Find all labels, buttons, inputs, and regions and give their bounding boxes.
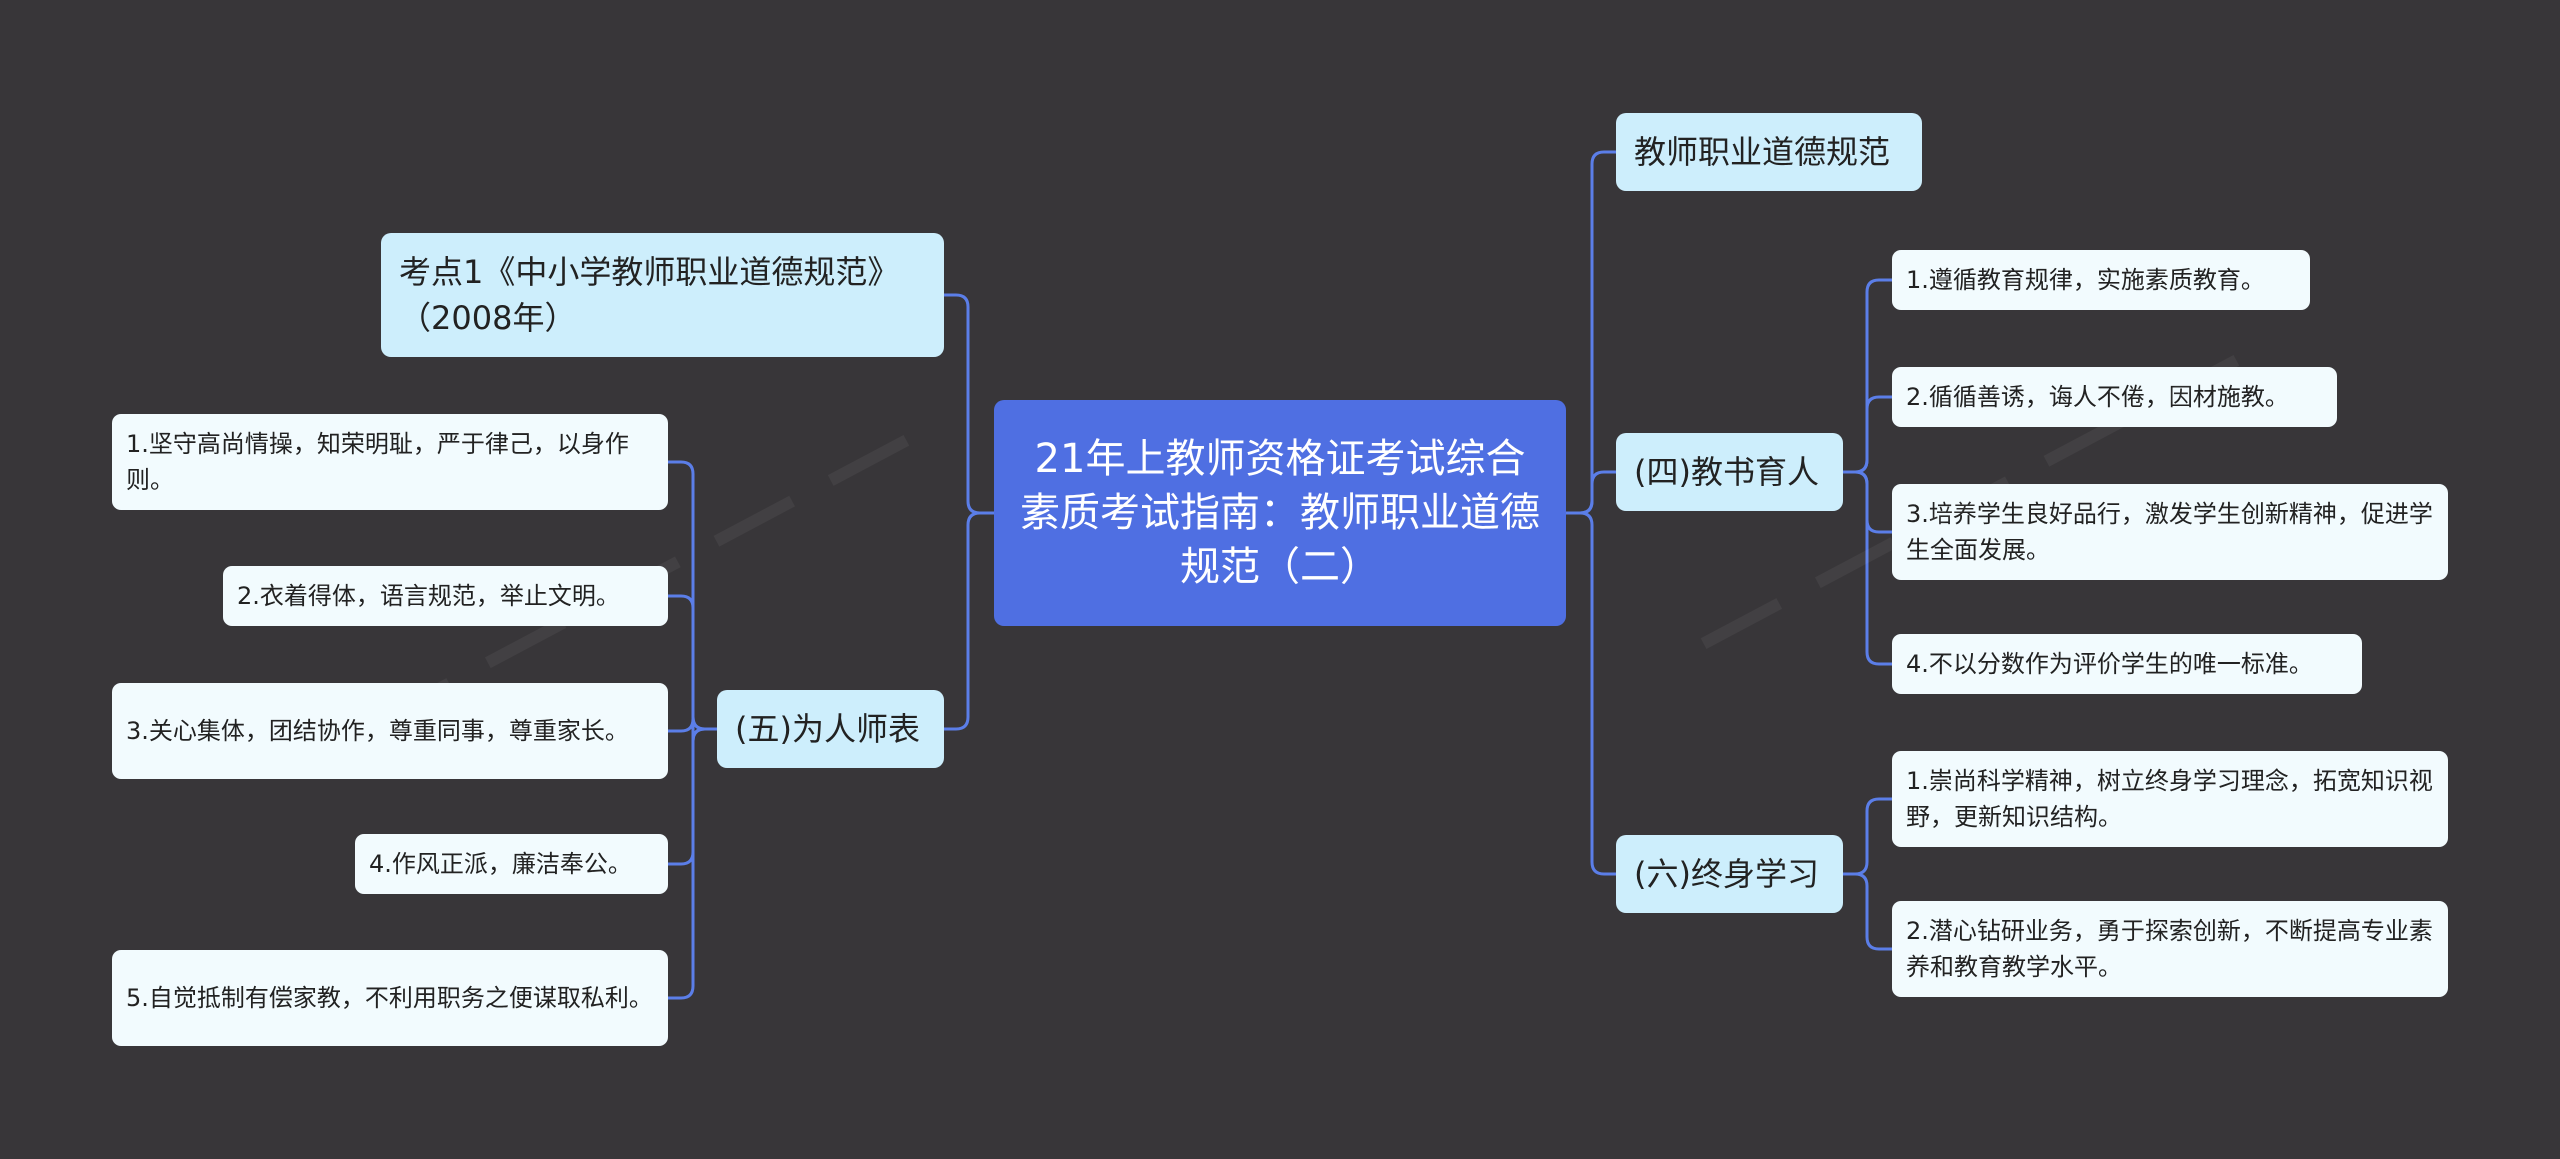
- link-root-wuwei: [944, 511, 994, 731]
- branch-wuwei[interactable]: (五)为人师表: [717, 690, 944, 768]
- link-root-guifan: [1566, 150, 1616, 515]
- leaf-wuwei-4-label: 4.作风正派，廉洁奉公。: [369, 850, 632, 878]
- leaf-wuwei-1[interactable]: 1.坚守高尚情操，知荣明耻，严于律己，以身作则。: [112, 414, 668, 510]
- leaf-wuwei-2-label: 2.衣着得体，语言规范，举止文明。: [237, 582, 620, 610]
- leaf-wuwei-3-label: 3.关心集体，团结协作，尊重同事，尊重家长。: [126, 717, 629, 745]
- branch-guifan[interactable]: 教师职业道德规范: [1616, 113, 1922, 191]
- link-root-liu: [1566, 511, 1616, 876]
- leaf-wuwei-2[interactable]: 2.衣着得体，语言规范，举止文明。: [223, 566, 668, 626]
- leaf-liu-2[interactable]: 2.潜心钻研业务，勇于探索创新，不断提高专业素养和教育教学水平。: [1892, 901, 2448, 997]
- branch-kaodian-label: 考点1《中小学教师职业道德规范》（2008年）: [399, 252, 900, 337]
- branch-wuwei-label: (五)为人师表: [735, 709, 920, 748]
- link-wuwei-5: [668, 727, 717, 1000]
- branch-kaodian[interactable]: 考点1《中小学教师职业道德规范》（2008年）: [381, 233, 944, 357]
- branch-liu[interactable]: (六)终身学习: [1616, 835, 1843, 913]
- leaf-si-3[interactable]: 3.培养学生良好品行，激发学生创新精神，促进学生全面发展。: [1892, 484, 2448, 580]
- leaf-si-1-label: 1.遵循教育规律，实施素质教育。: [1906, 266, 2265, 294]
- leaf-liu-1-label: 1.崇尚科学精神，树立终身学习理念，拓宽知识视野，更新知识结构。: [1906, 767, 2433, 831]
- leaf-liu-1[interactable]: 1.崇尚科学精神，树立终身学习理念，拓宽知识视野，更新知识结构。: [1892, 751, 2448, 847]
- leaf-si-1[interactable]: 1.遵循教育规律，实施素质教育。: [1892, 250, 2310, 310]
- leaf-wuwei-3[interactable]: 3.关心集体，团结协作，尊重同事，尊重家长。: [112, 683, 668, 779]
- link-si-4: [1843, 470, 1892, 666]
- link-root-kaodian: [944, 293, 994, 515]
- branch-si-label: (四)教书育人: [1634, 452, 1819, 491]
- link-si-2: [1843, 395, 1892, 474]
- leaf-liu-2-label: 2.潜心钻研业务，勇于探索创新，不断提高专业素养和教育教学水平。: [1906, 917, 2433, 981]
- leaf-wuwei-5-label: 5.自觉抵制有偿家教，不利用职务之便谋取私利。: [126, 984, 653, 1012]
- branch-liu-label: (六)终身学习: [1634, 854, 1819, 893]
- leaf-si-2[interactable]: 2.循循善诱，诲人不倦，因材施教。: [1892, 367, 2337, 427]
- link-wuwei-2: [668, 594, 717, 731]
- leaf-si-2-label: 2.循循善诱，诲人不倦，因材施教。: [1906, 383, 2289, 411]
- link-liu-1: [1843, 797, 1892, 876]
- branch-si[interactable]: (四)教书育人: [1616, 433, 1843, 511]
- leaf-si-4[interactable]: 4.不以分数作为评价学生的唯一标准。: [1892, 634, 2362, 694]
- leaf-si-4-label: 4.不以分数作为评价学生的唯一标准。: [1906, 650, 2313, 678]
- link-liu-2: [1843, 872, 1892, 951]
- root-topic[interactable]: 21年上教师资格证考试综合素质考试指南：教师职业道德规范（二）: [994, 400, 1566, 626]
- leaf-wuwei-5[interactable]: 5.自觉抵制有偿家教，不利用职务之便谋取私利。: [112, 950, 668, 1046]
- leaf-wuwei-4[interactable]: 4.作风正派，廉洁奉公。: [355, 834, 668, 894]
- leaf-si-3-label: 3.培养学生良好品行，激发学生创新精神，促进学生全面发展。: [1906, 500, 2433, 564]
- leaf-wuwei-1-label: 1.坚守高尚情操，知荣明耻，严于律己，以身作则。: [126, 430, 629, 494]
- branch-guifan-label: 教师职业道德规范: [1634, 132, 1891, 171]
- root-topic-label: 21年上教师资格证考试综合素质考试指南：教师职业道德规范（二）: [1020, 436, 1540, 590]
